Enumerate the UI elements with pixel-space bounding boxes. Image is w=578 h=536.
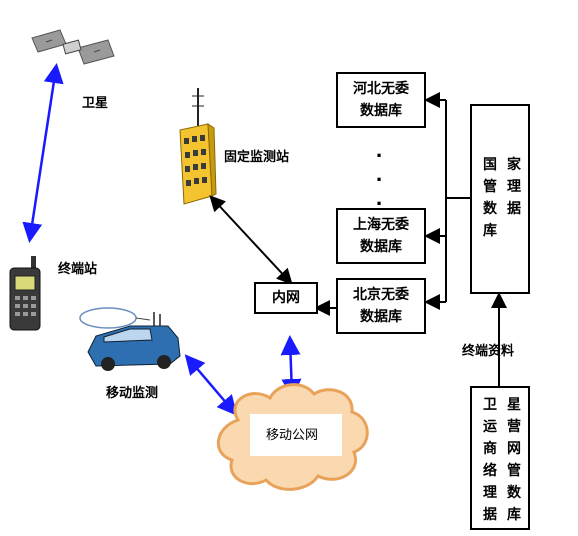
operator-db-char: 商 bbox=[483, 441, 497, 457]
operator-db-char: 理 bbox=[483, 485, 497, 501]
shanghai-database-line1: 上海无委 bbox=[353, 217, 409, 233]
national-db-char: 管 bbox=[483, 179, 497, 195]
operator-db-char: 运 bbox=[483, 419, 497, 435]
hebei-database-box: 河北无委 数据库 bbox=[336, 72, 426, 128]
operator-db-char: 卫 bbox=[483, 397, 497, 413]
national-db-char: 家 bbox=[507, 157, 521, 173]
intranet-box: 内网 bbox=[254, 282, 318, 314]
operator-db-char: 库 bbox=[507, 507, 521, 523]
beijing-database-line1: 北京无委 bbox=[353, 287, 409, 303]
monitoring-tower-icon bbox=[179, 88, 217, 205]
operator-db-char: 数 bbox=[507, 485, 521, 501]
hebei-database-line2: 数据库 bbox=[360, 103, 402, 119]
national-db-char: 库 bbox=[483, 223, 497, 239]
satellite-link bbox=[22, 63, 64, 243]
operator-db-char: 营 bbox=[507, 419, 521, 435]
mobile-internet-label: 移动公网 bbox=[266, 428, 319, 443]
national-db-char: 国 bbox=[483, 157, 497, 173]
beijing-database-box: 北京无委 数据库 bbox=[336, 278, 426, 334]
national-db-char: 据 bbox=[507, 201, 521, 217]
ellipsis-dot: . bbox=[375, 141, 383, 162]
fixed-station-label: 固定监测站 bbox=[224, 150, 290, 165]
satellite-operator-database-text: 卫 星 运 营 商 网 络 管 理 数 据 库 bbox=[478, 394, 526, 526]
national-db-char: 理 bbox=[507, 179, 521, 195]
operator-db-char: 管 bbox=[507, 463, 521, 479]
satellite-label: 卫星 bbox=[82, 96, 109, 111]
national-database-text: 国 家 管 理 数 据 库 bbox=[478, 154, 526, 242]
ellipsis-dots: . . . bbox=[369, 140, 389, 212]
national-db-char bbox=[502, 220, 526, 242]
satellite-operator-database-box: 卫 星 运 营 商 网 络 管 理 数 据 库 bbox=[470, 386, 530, 530]
operator-db-char: 网 bbox=[507, 441, 521, 457]
national-db-char: 数 bbox=[483, 201, 497, 217]
ellipsis-dot: . bbox=[375, 165, 383, 186]
terminal-station-label: 终端站 bbox=[58, 262, 98, 277]
monitoring-car-icon bbox=[79, 307, 181, 371]
fixed-station-link bbox=[209, 195, 293, 285]
national-database-box: 国 家 管 理 数 据 库 bbox=[470, 104, 530, 294]
satellite-icon bbox=[31, 29, 115, 65]
beijing-database-line2: 数据库 bbox=[360, 309, 402, 325]
operator-db-char: 络 bbox=[483, 463, 497, 479]
shanghai-database-line2: 数据库 bbox=[360, 239, 402, 255]
satellite-phone-icon bbox=[9, 256, 41, 331]
national-distribution-bus bbox=[424, 92, 470, 310]
ellipsis-dot: . bbox=[375, 189, 383, 210]
hebei-database-line1: 河北无委 bbox=[353, 81, 409, 97]
mobile-monitor-link bbox=[184, 354, 238, 416]
intranet-label: 内网 bbox=[272, 290, 300, 306]
shanghai-database-box: 上海无委 数据库 bbox=[336, 208, 426, 264]
operator-db-char: 星 bbox=[507, 397, 521, 413]
mobile-monitor-label: 移动监测 bbox=[106, 386, 159, 401]
terminal-info-label: 终端资料 bbox=[462, 344, 515, 359]
operator-db-char: 据 bbox=[483, 507, 497, 523]
